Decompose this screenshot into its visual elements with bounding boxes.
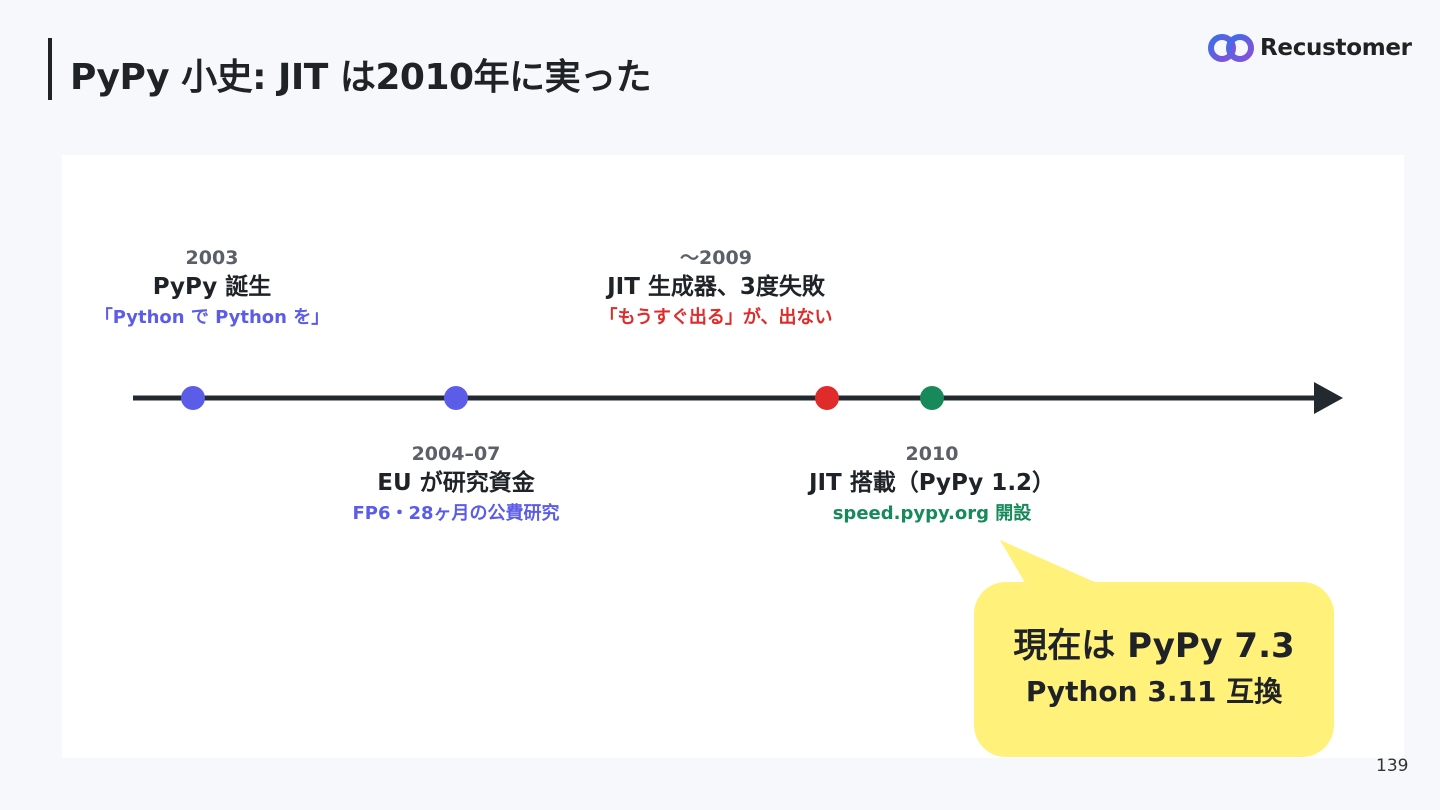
event-title: EU が研究資金	[377, 470, 535, 496]
event-year: 2010	[905, 443, 959, 465]
callout-bubble: 現在は PyPy 7.3 Python 3.11 互換	[974, 582, 1334, 757]
event-dot-2004	[444, 386, 468, 410]
event-year: 〜2009	[680, 247, 752, 269]
page-number: 139	[1376, 756, 1409, 776]
recustomer-logo-icon	[1208, 34, 1254, 62]
event-year: 2003	[185, 247, 239, 269]
event-2009: 〜2009 JIT 生成器、3度失敗 「もうすぐ出る」が、出ない	[599, 246, 832, 332]
event-title: JIT 生成器、3度失敗	[607, 274, 825, 300]
page-title: PyPy 小史: JIT は2010年に実った	[70, 57, 652, 98]
event-subtitle: 「Python で Python を」	[94, 307, 330, 328]
event-dot-2010	[920, 386, 944, 410]
event-2004: 2004–07 EU が研究資金 FP6・28ヶ月の公費研究	[352, 442, 559, 528]
event-dot-2003	[181, 386, 205, 410]
callout-line-2: Python 3.11 互換	[1025, 675, 1283, 708]
title-accent-bar	[48, 38, 52, 100]
event-subtitle: FP6・28ヶ月の公費研究	[352, 503, 560, 524]
event-2010: 2010 JIT 搭載（PyPy 1.2） speed.pypy.org 開設	[809, 442, 1055, 528]
event-title: JIT 搭載（PyPy 1.2）	[808, 470, 1056, 496]
event-dot-2009	[815, 386, 839, 410]
event-year: 2004–07	[411, 443, 501, 465]
brand-name: Recustomer	[1260, 35, 1412, 61]
event-2003: 2003 PyPy 誕生 「Python で Python を」	[95, 246, 330, 332]
timeline-arrowhead	[1314, 382, 1343, 414]
event-title: PyPy 誕生	[152, 274, 272, 300]
brand-logo: Recustomer	[1206, 30, 1412, 66]
event-subtitle: speed.pypy.org 開設	[832, 503, 1032, 524]
event-subtitle: 「もうすぐ出る」が、出ない	[599, 307, 833, 328]
callout-line-1: 現在は PyPy 7.3	[1013, 626, 1295, 666]
